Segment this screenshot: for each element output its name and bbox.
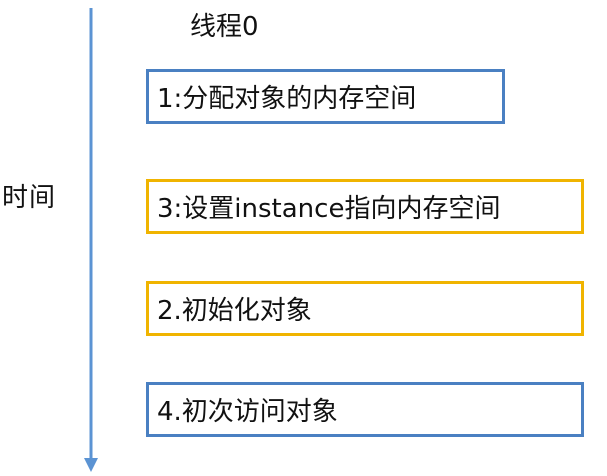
step-box-initialize-object: 2.初始化对象 xyxy=(146,281,584,336)
step-box-allocate-memory: 1:分配对象的内存空间 xyxy=(146,69,505,124)
step-box-first-access: 4.初次访问对象 xyxy=(146,382,584,437)
step-label: 3:设置instance指向内存空间 xyxy=(157,194,501,224)
timeline-arrowhead-icon xyxy=(84,458,98,472)
step-label: 2.初始化对象 xyxy=(157,296,312,326)
step-label: 4.初次访问对象 xyxy=(157,397,338,427)
step-box-set-instance-pointer: 3:设置instance指向内存空间 xyxy=(146,179,584,234)
time-axis-label: 时间 xyxy=(2,183,57,213)
step-label: 1:分配对象的内存空间 xyxy=(157,84,417,114)
thread-title: 线程0 xyxy=(190,12,259,42)
